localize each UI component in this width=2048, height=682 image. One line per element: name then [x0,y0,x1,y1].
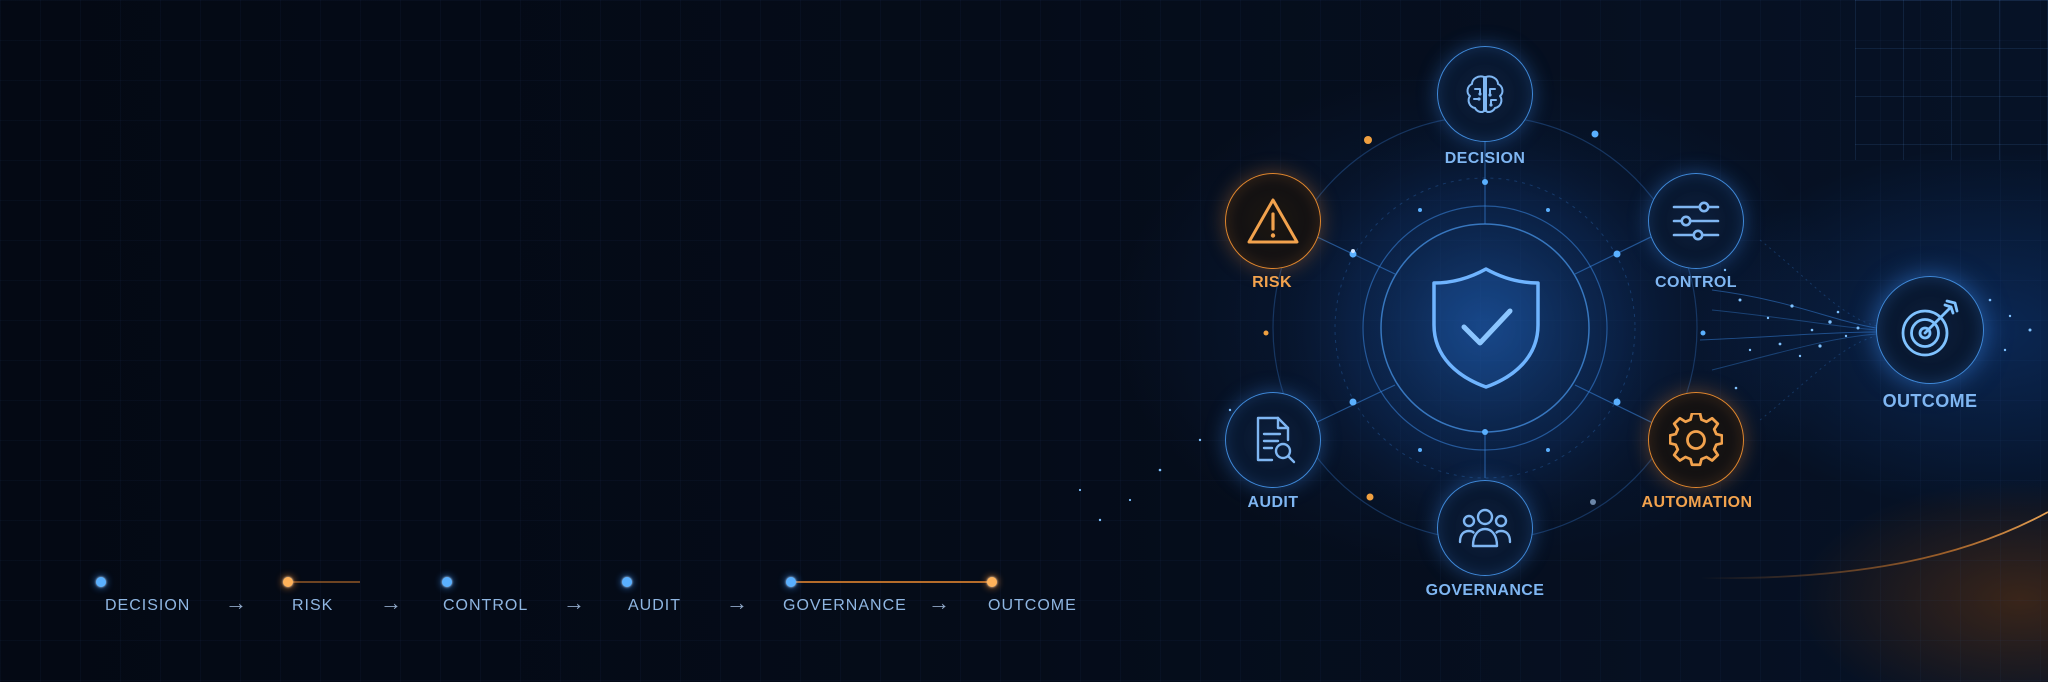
sliders-icon [1672,201,1720,241]
node-outcome[interactable] [1876,276,1984,384]
node-label-decision: DECISION [1444,150,1526,167]
timeline-arrow-5: → [928,590,950,615]
corner-grid [1855,0,2048,160]
node-label-outcome: OUTCOME [1882,391,1978,411]
gear-icon [1669,413,1723,467]
node-label-governance: GOVERNANCE [1425,582,1545,599]
people-group-icon [1458,508,1512,548]
node-risk[interactable] [1225,173,1321,269]
warning-triangle-icon [1247,198,1299,244]
timeline-step-governance: GOVERNANCE [783,597,907,614]
timeline-dot-decision [96,577,106,587]
orange-swoosh [1699,511,2048,580]
node-label-control: CONTROL [1655,274,1737,291]
node-label-audit: AUDIT [1247,494,1299,511]
node-automation[interactable] [1648,392,1744,488]
node-label-risk: RISK [1252,274,1292,291]
timeline-arrow-4: → [726,590,748,615]
node-audit[interactable] [1225,392,1321,488]
target-arrow-icon [1901,299,1959,357]
timeline-step-control: CONTROL [443,597,529,614]
node-governance[interactable] [1437,480,1533,576]
timeline-step-risk: RISK [292,597,334,614]
timeline-dot-control [442,577,452,587]
particles [1078,268,2032,522]
node-decision[interactable] [1437,46,1533,142]
timeline-dot-risk [283,577,293,587]
brain-icon [1466,75,1504,113]
timeline-dot-outcome [987,577,997,587]
hub-shield [1380,222,1592,434]
document-search-icon [1256,416,1296,464]
node-label-automation: AUTOMATION [1641,494,1753,511]
timeline-step-outcome: OUTCOME [988,597,1077,614]
timeline-arrow-3: → [563,590,585,615]
hub-glow [1255,98,1715,558]
timeline-arrow-2: → [380,590,402,615]
shield-check-icon [1432,267,1540,389]
timeline-arrow-1: → [225,590,247,615]
timeline-step-audit: AUDIT [628,597,681,614]
timeline-dot-audit [622,577,632,587]
spoke-dots [1263,130,1706,505]
node-control[interactable] [1648,173,1744,269]
timeline-step-decision: DECISION [105,597,191,614]
outcome-stream [1699,239,1877,421]
timeline-dot-governance [786,577,796,587]
